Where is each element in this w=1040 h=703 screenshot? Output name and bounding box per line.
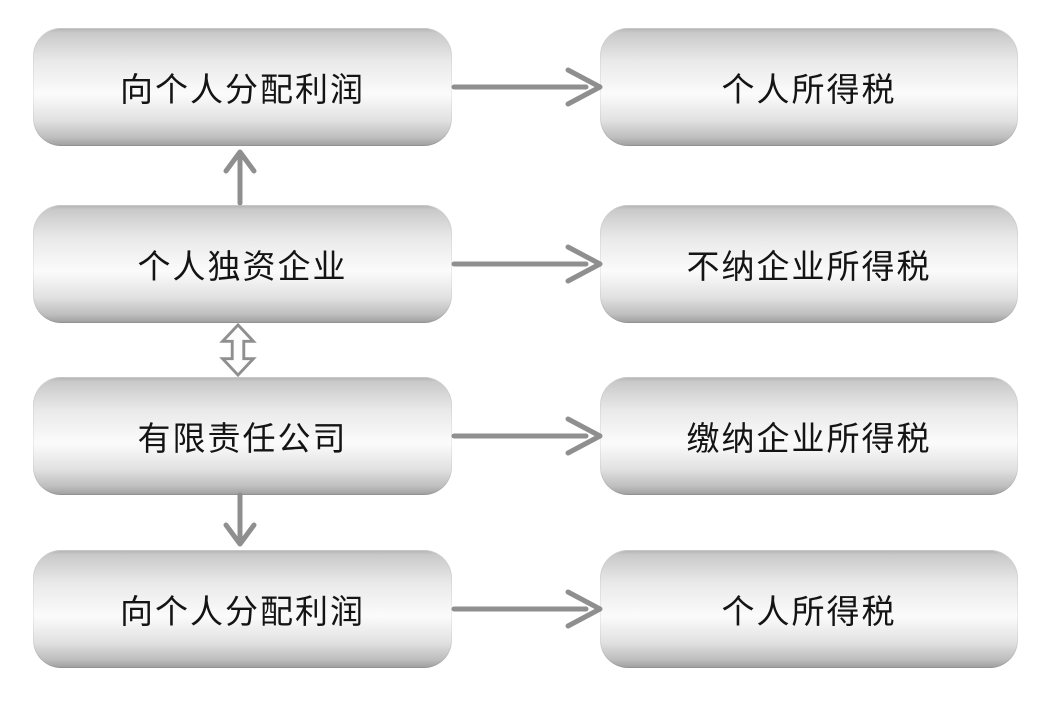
node-pay-corporate-income-tax: 缴纳企业所得税 [600, 377, 1018, 495]
node-distribute-profit-bottom: 向个人分配利润 [33, 550, 452, 668]
arrow-down-icon [223, 492, 257, 547]
node-label: 个人所得税 [721, 73, 897, 109]
node-sole-proprietorship: 个人独资企业 [33, 205, 452, 323]
node-personal-income-tax-bottom: 个人所得税 [600, 550, 1018, 668]
node-distribute-profit-top: 向个人分配利润 [33, 28, 452, 146]
arrow-right-row1-icon [451, 67, 603, 107]
node-label: 向个人分配利润 [120, 595, 365, 631]
arrow-right-row3-icon [451, 416, 603, 456]
arrow-right-row4-icon [451, 589, 603, 629]
node-label: 有限责任公司 [137, 422, 348, 458]
node-label: 个人独资企业 [137, 250, 348, 286]
node-no-corporate-income-tax: 不纳企业所得税 [600, 205, 1018, 323]
node-label: 不纳企业所得税 [686, 250, 932, 286]
arrow-up-icon [223, 149, 257, 206]
arrow-right-row2-icon [451, 244, 603, 284]
node-personal-income-tax-top: 个人所得税 [600, 28, 1018, 146]
node-limited-liability-company: 有限责任公司 [33, 377, 452, 495]
node-label: 个人所得税 [721, 595, 897, 631]
node-label: 缴纳企业所得税 [686, 422, 932, 458]
node-label: 向个人分配利润 [120, 73, 365, 109]
double-arrow-vertical-icon [219, 322, 257, 378]
